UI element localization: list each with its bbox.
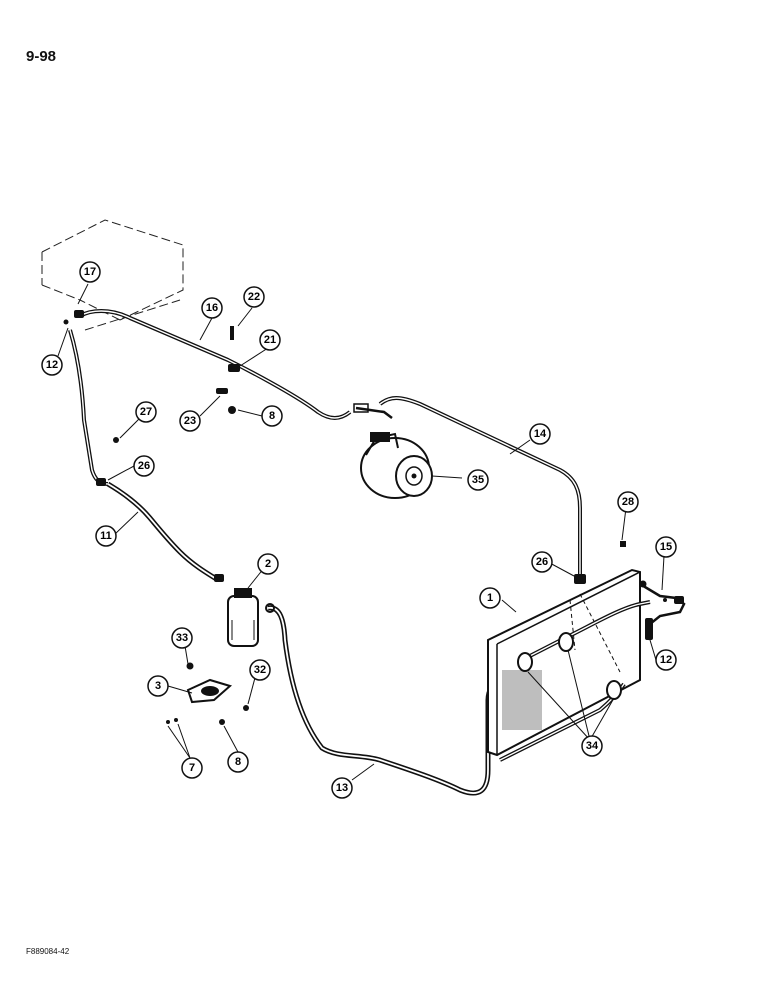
callout-3: 3	[147, 675, 169, 697]
evaporator-housing	[41, 219, 184, 331]
hose-13	[267, 605, 523, 796]
callout-12-top: 12	[41, 354, 63, 376]
condenser-1	[487, 568, 641, 757]
callout-14: 14	[529, 423, 551, 445]
svg-text:1: 1	[487, 592, 493, 604]
svg-text:28: 28	[622, 496, 634, 508]
callout-35: 35	[467, 469, 489, 491]
callout-21: 21	[259, 329, 281, 351]
callout-28: 28	[617, 491, 639, 513]
callout-27: 27	[135, 401, 157, 423]
part-27	[113, 437, 119, 443]
svg-text:8: 8	[235, 756, 241, 768]
svg-text:33: 33	[176, 632, 188, 644]
callout-17: 17	[79, 261, 101, 283]
callout-32: 32	[249, 659, 271, 681]
bracket-3	[166, 662, 249, 725]
fitting-receiver-in	[214, 574, 224, 582]
svg-text:23: 23	[184, 415, 196, 427]
hose-14	[378, 396, 582, 574]
svg-text:27: 27	[140, 406, 152, 418]
fitting-15-12	[639, 580, 684, 640]
fitting-26-right	[574, 574, 586, 584]
callout-23: 23	[179, 410, 201, 432]
svg-text:15: 15	[660, 541, 672, 553]
figure-code: F889084-42	[26, 947, 70, 956]
callout-26-left: 26	[133, 455, 155, 477]
callout-12-right: 12	[655, 649, 677, 671]
callout-8-top: 8	[261, 405, 283, 427]
svg-text:14: 14	[534, 428, 547, 440]
clamp-21	[216, 326, 240, 414]
callout-16: 16	[201, 297, 223, 319]
page-number: 9-98	[26, 48, 57, 65]
callout-2: 2	[257, 553, 279, 575]
hose-16	[78, 309, 352, 420]
callout-13: 13	[331, 777, 353, 799]
leader-lines	[57, 283, 665, 781]
callout-26-right: 26	[531, 551, 553, 573]
callout-8-bottom: 8	[227, 751, 249, 773]
svg-text:26: 26	[536, 556, 548, 568]
svg-text:16: 16	[206, 302, 218, 314]
callout-1: 1	[479, 587, 501, 609]
svg-text:34: 34	[586, 740, 599, 752]
compressor-35	[353, 403, 433, 499]
callout-11: 11	[95, 525, 117, 547]
svg-text:8: 8	[269, 410, 275, 422]
fitting-26-left	[96, 478, 106, 486]
svg-text:21: 21	[264, 334, 276, 346]
part-28	[620, 541, 626, 547]
svg-text:22: 22	[248, 291, 260, 303]
svg-text:12: 12	[660, 654, 672, 666]
svg-text:35: 35	[472, 474, 484, 486]
callout-15: 15	[655, 536, 677, 558]
svg-text:3: 3	[155, 680, 161, 692]
callout-33: 33	[171, 627, 193, 649]
callout-22: 22	[243, 286, 265, 308]
svg-text:2: 2	[265, 558, 271, 570]
svg-text:13: 13	[336, 782, 348, 794]
svg-text:7: 7	[189, 762, 195, 774]
hose-evaporator-down	[68, 329, 109, 486]
hose-11	[106, 481, 220, 583]
fitting-17	[63, 310, 84, 325]
svg-text:26: 26	[138, 460, 150, 472]
svg-text:11: 11	[100, 530, 112, 542]
receiver-drier-2	[227, 588, 259, 647]
fitting-receiver-out	[265, 603, 275, 613]
callout-34: 34	[581, 735, 603, 757]
svg-text:12: 12	[46, 359, 58, 371]
svg-text:17: 17	[84, 266, 96, 278]
callout-7: 7	[181, 757, 203, 779]
svg-text:32: 32	[254, 664, 266, 676]
